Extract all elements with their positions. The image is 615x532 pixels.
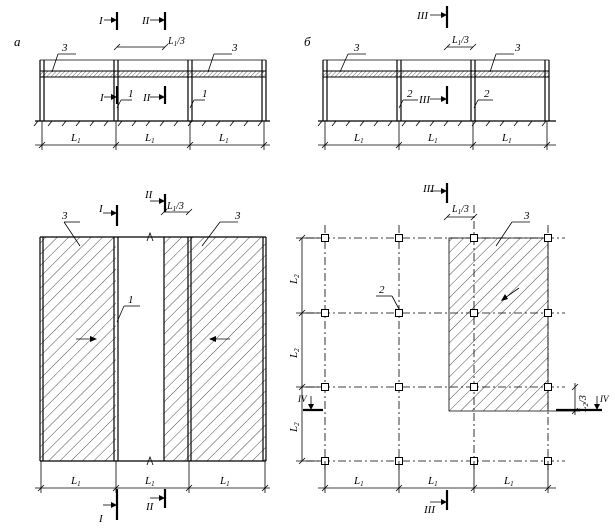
section-III-label: III — [423, 504, 436, 516]
section-IV-label: IV — [297, 394, 308, 404]
section-I-label: I — [99, 92, 105, 104]
arrow-icon — [441, 499, 447, 505]
dim-L2: L2 — [288, 422, 301, 433]
dim-L1: L1 — [144, 132, 155, 145]
arrow-icon — [594, 404, 600, 410]
arrow-icon — [159, 94, 165, 100]
arrow-icon — [159, 17, 165, 23]
callout-1: 1 — [128, 294, 134, 306]
dim-L1-third: L1/3 — [166, 201, 184, 213]
dim-L2: L2 — [288, 348, 301, 359]
dim-L1: L1 — [70, 132, 81, 145]
break-mark — [146, 231, 154, 242]
dim-L1: L1 — [70, 475, 81, 488]
panel-a-plan: 3 3 1 I I II II L1/3 — [35, 189, 270, 525]
arrow-icon — [209, 336, 216, 342]
dim-L1: L1 — [144, 475, 155, 488]
arrow-icon — [308, 404, 314, 410]
dim-L1: L1 — [427, 475, 438, 488]
arrow-icon — [90, 336, 97, 342]
section-II-label: II — [142, 92, 152, 104]
callout-2: 2 — [379, 284, 385, 296]
section-II-label: II — [141, 15, 151, 27]
section-II-label: II — [144, 189, 154, 201]
elevation-columns — [322, 60, 550, 121]
arrow-icon — [111, 210, 117, 216]
arrow-icon — [501, 294, 508, 301]
arrow-icon — [441, 188, 447, 194]
arrow-icon — [441, 12, 447, 18]
panel-a-label: а — [14, 34, 21, 49]
slab — [39, 70, 267, 78]
dim-L1: L1 — [501, 132, 512, 145]
arrow-icon — [111, 17, 117, 23]
section-IV-label: IV — [599, 394, 610, 404]
dim-L1-third: L1/3 — [451, 204, 469, 216]
slab — [322, 70, 550, 78]
ground-hatch — [317, 120, 547, 127]
dim-L1-third: L1/3 — [167, 36, 185, 48]
dim-L1: L1 — [353, 475, 364, 488]
ground-hatch — [33, 120, 263, 127]
panel-b-label: б — [304, 34, 311, 49]
section-I-label: I — [98, 15, 104, 27]
grid-axes — [306, 205, 565, 470]
panel-b-elevation: б III III L1/3 3 3 — [304, 6, 556, 150]
section-III-label: III — [422, 183, 435, 195]
callout-3: 3 — [231, 42, 238, 54]
arrow-icon — [441, 96, 447, 102]
arrow-icon — [111, 502, 117, 508]
hatched-zone-3 — [449, 238, 548, 411]
callout-3: 3 — [353, 42, 360, 54]
callout-3: 3 — [234, 210, 241, 222]
callout-2: 2 — [484, 88, 490, 100]
callout-2: 2 — [407, 88, 413, 100]
section-I-label: I — [98, 513, 104, 525]
callout-3: 3 — [61, 210, 68, 222]
dim-L2: L2 — [288, 274, 301, 285]
dim-L1: L1 — [218, 132, 229, 145]
callout-3: 3 — [523, 210, 530, 222]
dim-L1: L1 — [353, 132, 364, 145]
dim-L1-third: L1/3 — [451, 35, 469, 47]
dim-L1: L1 — [503, 475, 514, 488]
section-III-label: III — [416, 10, 429, 22]
dim-L1: L1 — [427, 132, 438, 145]
arrow-icon — [159, 198, 165, 204]
hatched-zone-3 — [40, 237, 116, 461]
panel-a-elevation: а I I II II — [14, 12, 270, 150]
callout-1: 1 — [128, 88, 134, 100]
callout-1: 1 — [202, 88, 208, 100]
arrow-icon — [159, 495, 165, 501]
section-III-label: III — [418, 94, 431, 106]
hatched-zone-3 — [164, 237, 266, 461]
arrow-icon — [111, 94, 117, 100]
elevation-walls — [39, 60, 267, 121]
section-II-label: II — [145, 501, 155, 513]
plan-walls — [39, 236, 267, 462]
callout-3: 3 — [61, 42, 68, 54]
callout-3: 3 — [514, 42, 521, 54]
dim-L1: L1 — [219, 475, 230, 488]
section-I-label: I — [98, 203, 104, 215]
panel-b-plan: 3 2 III III L1/3 L2 L2 L2 — [288, 183, 610, 516]
break-mark — [146, 455, 154, 466]
